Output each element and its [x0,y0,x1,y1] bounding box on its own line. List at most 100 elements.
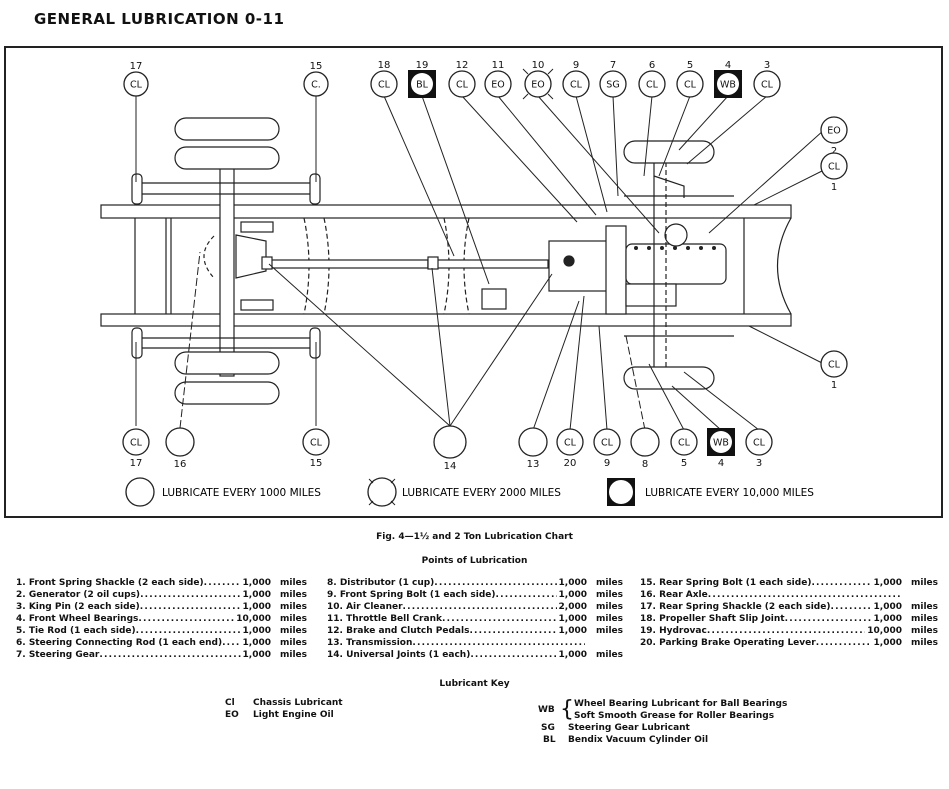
diagram-border [4,46,943,518]
callout-code: CL [310,438,323,449]
callout-number: 17 [130,458,143,469]
point-interval: 2,000 [558,602,587,612]
callout-code: CL [828,360,841,371]
point-unit [902,589,938,601]
leader-lines [135,94,825,431]
point-unit: miles [910,602,938,612]
callout-circle-icon [593,428,621,456]
point-unit: miles [910,578,938,588]
point-interval: 1,000 [558,578,587,588]
callout-5: CL5 [670,428,698,469]
point-unit: miles [279,578,307,588]
hydrovac [481,288,507,310]
callout-circle-icon [122,428,150,456]
leader-dots [469,625,556,637]
leader-dots [830,601,871,613]
callout-code: EO [827,126,840,137]
callout-number: 18 [378,60,391,71]
callout-code: CL [601,438,614,449]
callout-5: CL5 [676,60,704,98]
point-unit: miles [595,626,623,636]
point-interval: 1,000 [558,614,587,624]
callout-4: WB4 [714,60,742,98]
callout-number: 14 [444,461,457,472]
callout-circle-icon [448,70,476,98]
leader-dots [403,601,557,613]
callout-circle-icon [638,70,666,98]
point-interval: 1,000 [242,578,271,588]
callout-circle-icon [676,70,704,98]
air-cleaner [664,223,688,247]
callout-7: SG7 [599,60,627,98]
callout-circle-icon [123,71,149,97]
callout-9: CL9 [593,428,621,469]
callout-number: 20 [564,458,577,469]
rear-wheel-bottom-outer [174,381,280,405]
callout-circle-icon [670,428,698,456]
callout-number: 17 [130,61,143,72]
callout-number: 13 [527,459,540,470]
callout-14: 14 [433,425,467,472]
callout-code: CL [684,80,697,91]
callout-number: 3 [764,60,770,71]
callout-6: CL6 [638,60,666,98]
point-label: Universal Joints (1 each) [346,650,471,660]
callout-number: 3 [756,458,762,469]
point-label: Throttle Bell Crank [346,614,442,624]
callout-code: CL [378,80,391,91]
point-unit: miles [279,650,307,660]
callout-1: CL1 [820,152,848,193]
leader-dots [434,577,556,589]
point-label: Generator (2 oil cups) [28,590,141,600]
callout-number: 15 [310,458,323,469]
leader-dots [136,625,241,637]
callout-number: 2 [831,146,837,157]
callout-circle-icon [717,73,739,95]
point-label: Front Wheel Bearings [28,614,139,624]
callout-circle-icon [370,70,398,98]
key-abbr: Cl [225,698,235,708]
callout-code: CL [570,80,583,91]
point-interval: 1,000 [242,638,271,648]
point-label: Propeller Shaft Slip Joint [659,614,785,624]
callout-3: CL3 [753,60,781,98]
point-interval: 1,000 [242,602,271,612]
frame-rail-bottom [100,313,792,327]
key-abbr: SG [541,723,555,733]
point-unit: miles [279,602,307,612]
callout-code: EO [531,80,544,91]
callout-circle-icon [820,152,848,180]
key-desc: Chassis Lubricant [253,698,343,708]
key-desc: Light Engine Oil [253,710,334,720]
figure-caption: Fig. 4—1½ and 2 Ton Lubrication Chart [376,532,573,542]
callout-code: SG [606,80,619,91]
leader-dots [138,613,234,625]
key-desc: Soft Smooth Grease for Roller Bearings [574,711,775,721]
callout-circle-icon [745,428,773,456]
engine-block [625,243,727,285]
point-interval: 1,000 [558,590,587,600]
lubrication-point-row: 16. Rear Axle [640,589,938,601]
lubrication-point-row: 15. Rear Spring Bolt (1 each side)1,000m… [640,577,938,589]
lubrication-point-row: 1. Front Spring Shackle (2 each side)1,0… [16,577,307,589]
point-label: Rear Spring Bolt (1 each side) [659,578,812,588]
point-number: 4. [16,614,26,624]
callout-number: 4 [725,60,731,71]
point-number: 19. [640,626,656,636]
page-title: GENERAL LUBRICATION 0-11 [34,10,285,28]
callout-code: CL [753,438,766,449]
leader-dots [412,637,585,649]
